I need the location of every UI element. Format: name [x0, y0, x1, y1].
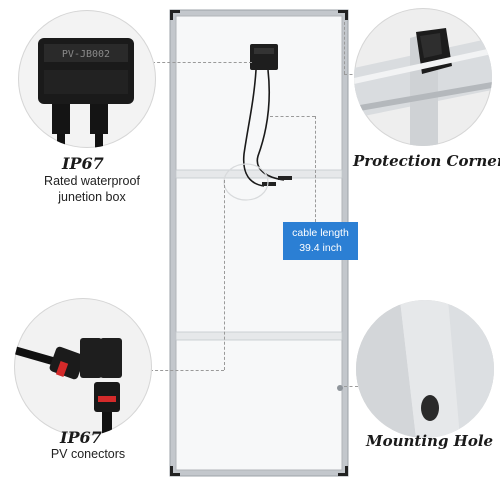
connector-line-cable-h — [270, 116, 315, 117]
ip67-label-bottom: IP67 — [60, 428, 102, 447]
mounting-hole-icon — [356, 300, 494, 438]
junction-box-icon: PV-JB002 — [38, 38, 134, 148]
connector-line-pv — [224, 180, 225, 370]
ip67-label-top: IP67 — [62, 154, 104, 173]
connector-line-hole — [344, 386, 358, 387]
cable-length-badge: cable length 39.4 inch — [283, 222, 358, 260]
mounting-hole-closeup — [356, 300, 494, 438]
connector-line-corner-h — [344, 74, 358, 75]
mounting-hole-label: Mounting Hole — [366, 432, 494, 450]
protection-corner-closeup — [354, 8, 492, 146]
protection-corner-label: Protection Corner — [353, 152, 500, 170]
junction-box-marking: PV-JB002 — [62, 49, 110, 60]
pv-connectors-closeup — [14, 298, 152, 436]
connector-line-cable — [315, 116, 316, 222]
cable-length-value: 39.4 inch — [299, 242, 342, 254]
junction-box-caption-line2: junetion box — [58, 190, 126, 204]
connector-line-pv-h — [150, 370, 224, 371]
pv-connector-icon — [14, 338, 122, 436]
junction-box-closeup: PV-JB002 — [18, 10, 156, 148]
junction-box-caption-line1: Rated waterproof — [44, 174, 140, 188]
pv-connectors-caption: PV conectors — [50, 447, 126, 461]
corner-protector-icon — [354, 28, 492, 146]
junction-box-caption: Rated waterproof junetion box — [30, 173, 154, 205]
connector-line-corner — [344, 22, 345, 74]
cable-length-title: cable length — [292, 227, 349, 239]
connector-line-jbox — [152, 62, 252, 63]
